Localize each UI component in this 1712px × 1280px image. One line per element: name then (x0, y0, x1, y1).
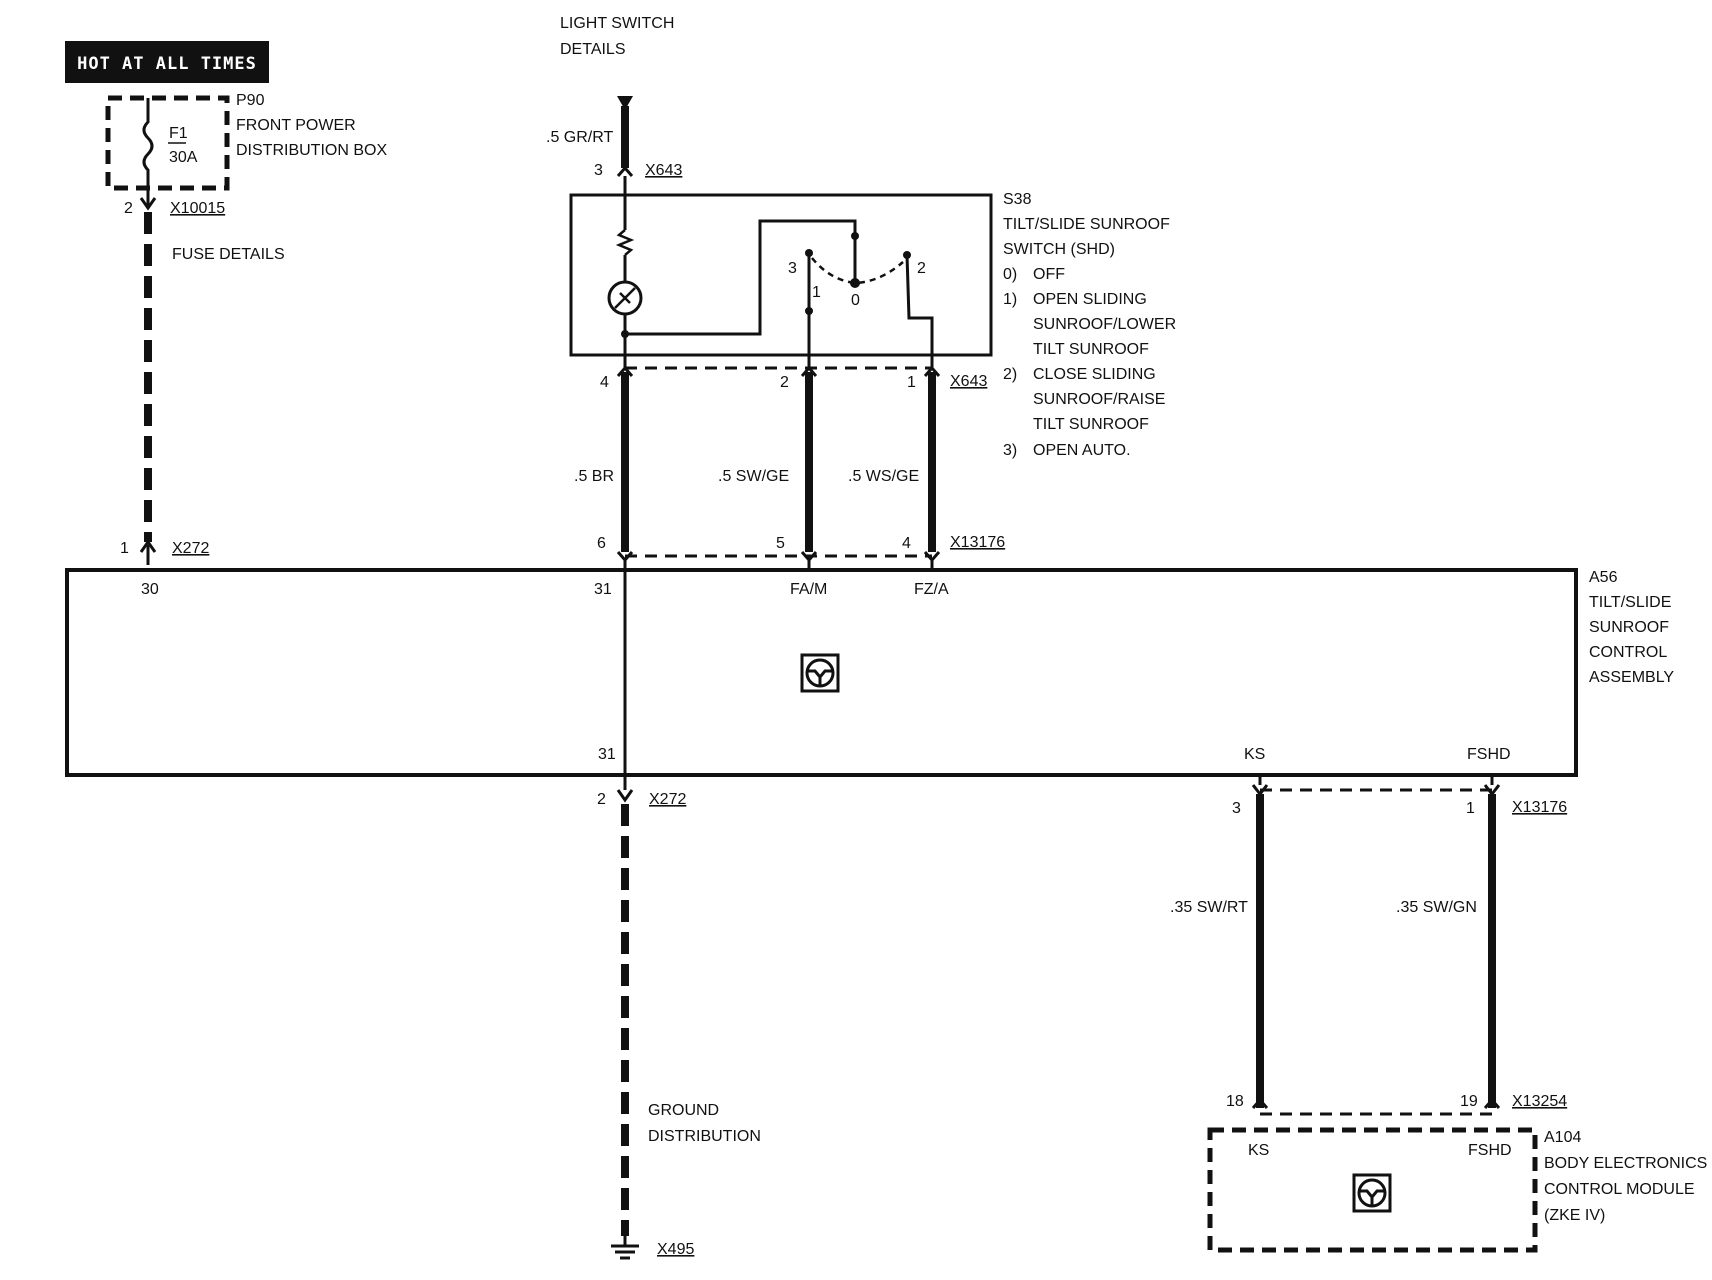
light-switch-connector: X643 (645, 162, 682, 179)
ks-pin: 3 (1232, 800, 1241, 817)
fuse-id: F1 (169, 125, 188, 142)
position-2-line1: CLOSE SLIDING (1033, 366, 1156, 383)
position-0-num: 0) (1003, 266, 1017, 283)
position-2-num: 2) (1003, 366, 1017, 383)
indicator-lamp-icon (607, 280, 643, 316)
position-1-line3: TILT SUNROOF (1033, 341, 1149, 358)
terminal-31-top: 31 (594, 581, 612, 598)
p90-fuse-box: F1 30A P90 FRONT POWER DISTRIBUTION BOX (105, 92, 387, 191)
ks-wire-label: .35 SW/RT (1170, 899, 1248, 916)
x13176-connector-bottom: X13176 (1512, 799, 1567, 816)
s38-pin-4: 4 (600, 374, 609, 391)
hot-at-all-times-banner: HOT AT ALL TIMES (65, 41, 269, 83)
s38-title2: SWITCH (SHD) (1003, 241, 1115, 258)
light-switch-feed: LIGHT SWITCH DETAILS .5 GR/RT 3 X643 (546, 15, 682, 179)
s38-bottom-connector: X643 (950, 373, 987, 390)
a104-fshd: FSHD (1468, 1142, 1512, 1159)
fshd-wire-label: .35 SW/GN (1396, 899, 1477, 916)
a56-control-assembly: 30 31 FA/M FZ/A 31 KS FSHD A56 TILT/SLID… (65, 568, 1674, 777)
a56-line4: ASSEMBLY (1589, 669, 1674, 686)
ground-dist-line2[interactable]: DISTRIBUTION (648, 1128, 761, 1145)
position-2-line2: SUNROOF/RAISE (1033, 391, 1165, 408)
terminal-ks: KS (1244, 746, 1265, 763)
ground-path: 2 X272 GROUND DISTRIBUTION X495 (597, 775, 761, 1260)
fuse-rating: 30A (169, 149, 198, 166)
fshd-bottom-pin: 19 (1460, 1093, 1478, 1110)
bcm-module-icon (1352, 1173, 1392, 1213)
a104-line3: (ZKE IV) (1544, 1207, 1605, 1224)
switch-to-module-wires: .5 BR .5 SW/GE .5 WS/GE 6 5 4 X13176 (574, 365, 1005, 570)
terminal-fz-a: FZ/A (914, 581, 949, 598)
p90-id: P90 (236, 92, 265, 109)
light-switch-line2[interactable]: DETAILS (560, 41, 626, 58)
fuse-pin: 2 (124, 200, 133, 217)
position-1-num: 1) (1003, 291, 1017, 308)
light-switch-pin: 3 (594, 162, 603, 179)
s38-pin-1: 1 (907, 374, 916, 391)
position-0-line: OFF (1033, 266, 1065, 283)
a56-line2: SUNROOF (1589, 619, 1669, 636)
position-3-line: OPEN AUTO. (1033, 442, 1131, 459)
switch-label-3: 3 (788, 260, 797, 277)
x13176-pin-6: 6 (597, 535, 606, 552)
position-2-line3: TILT SUNROOF (1033, 416, 1149, 433)
wire-label-sw-ge: .5 SW/GE (718, 468, 789, 485)
p90-line1: FRONT POWER (236, 117, 356, 134)
x272-pin-1: 1 (120, 540, 129, 557)
s38-switch: 3 1 0 2 4 2 1 X643 S38 TILT/SLIDE SUNROO… (569, 176, 1176, 459)
position-3-num: 3) (1003, 442, 1017, 459)
x13254-connector: X13254 (1512, 1093, 1567, 1110)
position-1-line1: OPEN SLIDING (1033, 291, 1147, 308)
position-1-line2: SUNROOF/LOWER (1033, 316, 1176, 333)
switch-label-0: 0 (851, 292, 860, 309)
banner-text: HOT AT ALL TIMES (77, 54, 257, 74)
fuse-details-link[interactable]: FUSE DETAILS (172, 246, 285, 263)
s38-id: S38 (1003, 191, 1032, 208)
fuse-feed-wire: 2 X10015 FUSE DETAILS 1 X272 (120, 188, 285, 565)
s38-pin-2: 2 (780, 374, 789, 391)
module-to-bcm-wires: 3 1 X13176 .35 SW/RT .35 SW/GN 18 19 X13… (1170, 775, 1567, 1116)
light-switch-line1[interactable]: LIGHT SWITCH (560, 15, 674, 32)
a56-line3: CONTROL (1589, 644, 1667, 661)
terminal-fa-m: FA/M (790, 581, 827, 598)
ground-dist-line1[interactable]: GROUND (648, 1102, 719, 1119)
a104-id: A104 (1544, 1129, 1581, 1146)
x13176-pin-4: 4 (902, 535, 911, 552)
wire-label-br: .5 BR (574, 468, 614, 485)
switch-label-1: 1 (812, 284, 821, 301)
x13176-pin-5: 5 (776, 535, 785, 552)
x13176-connector-top: X13176 (950, 534, 1005, 551)
a104-line1: BODY ELECTRONICS (1544, 1155, 1707, 1172)
ks-bottom-pin: 18 (1226, 1093, 1244, 1110)
a56-id: A56 (1589, 569, 1618, 586)
light-switch-wire: .5 GR/RT (546, 129, 614, 146)
terminal-30: 30 (141, 581, 159, 598)
ground-point-id: X495 (657, 1241, 694, 1258)
ground-connector: X272 (649, 791, 686, 808)
a104-ks: KS (1248, 1142, 1269, 1159)
a104-line2: CONTROL MODULE (1544, 1181, 1695, 1198)
p90-line2: DISTRIBUTION BOX (236, 142, 387, 159)
terminal-fshd: FSHD (1467, 746, 1511, 763)
ground-pin: 2 (597, 791, 606, 808)
a56-line1: TILT/SLIDE (1589, 594, 1671, 611)
s38-title1: TILT/SLIDE SUNROOF (1003, 216, 1170, 233)
fuse-connector: X10015 (170, 200, 225, 217)
wire-label-ws-ge: .5 WS/GE (848, 468, 919, 485)
ground-icon (611, 1236, 639, 1260)
control-module-icon (800, 653, 840, 693)
switch-label-2: 2 (917, 260, 926, 277)
a104-body-electronics-module: KS FSHD A104 BODY ELECTRONICS CONTROL MO… (1207, 1127, 1707, 1253)
terminal-31-bottom: 31 (598, 746, 616, 763)
fshd-pin: 1 (1466, 800, 1475, 817)
x272-connector-top: X272 (172, 540, 209, 557)
